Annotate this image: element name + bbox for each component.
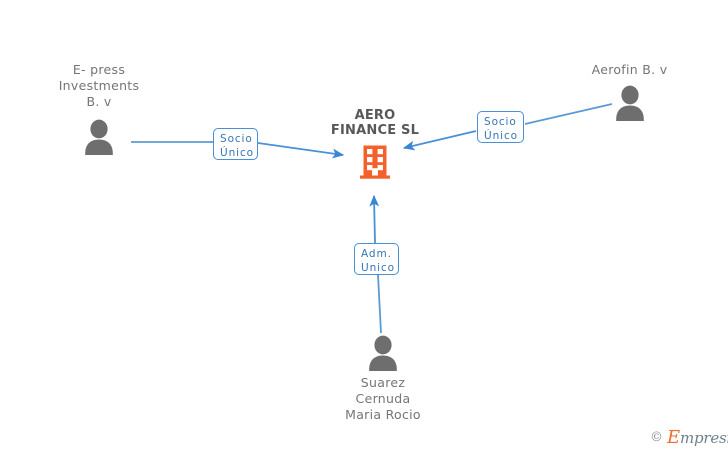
node-shareholder-e-press-investments[interactable]: E- press Investments B. v [28,62,170,162]
edge-label-socio-unico-left[interactable]: Socio Único [213,128,258,160]
company-title: AERO FINANCE SL [330,108,420,138]
edge-suarez-to-label [377,274,382,334]
node-company-aero-finance-sl[interactable]: AERO FINANCE SL [318,108,432,180]
node-label-aerofin: Aerofin B. v [591,62,668,77]
node-label-suarez-cernuda-maria-rocio: Suarez Cernuda Maria Rocio [345,375,421,422]
person-icon [366,334,400,372]
edge-label-to-company-bottom [369,194,380,244]
person-icon [82,118,116,156]
edge-label-socio-unico-right[interactable]: Socio Único [477,111,524,143]
building-icon [357,144,393,180]
empresia-logo-text: mpresia [679,429,728,447]
copyright-icon: © [650,430,663,445]
node-label-e-press-investments: E- press Investments B. v [58,62,140,109]
node-shareholder-suarez-cernuda-maria-rocio[interactable]: Suarez Cernuda Maria Rocio [322,334,444,422]
edge-label-adm-unico[interactable]: Adm. Unico [354,243,399,275]
empresia-logo: Empresia [667,427,728,448]
empresia-logo-initial: E [667,427,680,448]
watermark-empresia: © Empresia [650,427,728,448]
node-shareholder-aerofin[interactable]: Aerofin B. v [572,62,687,124]
person-icon [613,84,647,122]
